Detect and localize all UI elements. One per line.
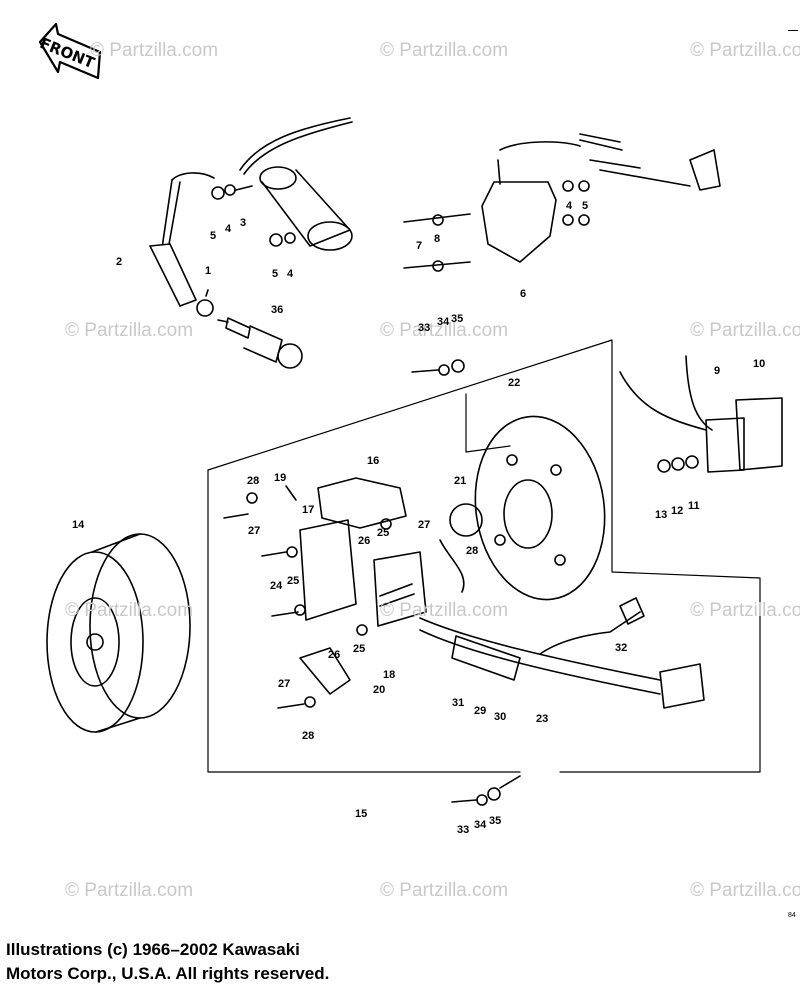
callout-c11: 11 [688, 500, 700, 512]
callout-c35b: 35 [489, 815, 502, 827]
callout-c31: 31 [452, 697, 465, 709]
callout-c4c: 4 [566, 200, 573, 212]
cdi-unit [403, 133, 721, 272]
callout-c17: 17 [302, 504, 315, 516]
coil-hardware [211, 184, 296, 247]
callout-c1: 1 [205, 265, 212, 277]
callout-c36: 36 [271, 304, 284, 316]
callout-c26a: 26 [358, 535, 371, 547]
callout-c6: 6 [520, 288, 527, 300]
rectifier [619, 355, 783, 473]
callout-c4b: 4 [287, 268, 294, 280]
watermark-text: © Partzilla.com [65, 880, 194, 901]
callout-c32: 32 [615, 642, 628, 654]
callout-c27b: 27 [418, 519, 431, 531]
callout-c25a: 25 [287, 575, 300, 587]
callout-c10: 10 [753, 358, 766, 370]
callout-c24: 24 [270, 580, 283, 592]
contact-breaker [277, 647, 351, 709]
watermark-text: © Partzilla.com [380, 880, 509, 901]
callout-c28a: 28 [247, 475, 260, 487]
watermark-text: © Partzilla.com [690, 880, 800, 901]
watermark-text: © Partzilla.com [380, 600, 509, 621]
ignition-coil [149, 117, 353, 317]
callout-c16: 16 [367, 455, 380, 467]
callout-c12: 12 [671, 505, 684, 517]
callout-c5c: 5 [582, 200, 589, 212]
spark-plug [217, 317, 303, 369]
callout-c13: 13 [655, 509, 668, 521]
stator-fasteners [223, 485, 392, 636]
watermark-text: © Partzilla.com [380, 40, 509, 61]
copyright-notice: Illustrations (c) 1966–2002 Kawasaki Mot… [6, 938, 329, 986]
watermark-text: © Partzilla.com [90, 40, 219, 61]
stator-plate [474, 415, 606, 601]
callout-c21: 21 [454, 475, 467, 487]
callout-c5b: 5 [272, 268, 279, 280]
callout-c8: 8 [434, 233, 441, 245]
watermark-text: © Partzilla.com [65, 600, 194, 621]
flywheel [46, 533, 191, 733]
watermark-text: © Partzilla.com [690, 320, 800, 341]
callout-c34a: 34 [437, 316, 450, 328]
corner-dash [788, 30, 798, 31]
callout-c18: 18 [383, 669, 396, 681]
assembly-bracket [207, 339, 761, 773]
page-code: 84 [788, 912, 796, 919]
watermark-text: © Partzilla.com [380, 320, 509, 341]
callout-c27c: 27 [278, 678, 291, 690]
callout-c4a: 4 [225, 223, 232, 235]
copyright-line-2: Motors Corp., U.S.A. All rights reserved… [6, 964, 330, 983]
generator-coils [299, 477, 427, 627]
watermark-text: © Partzilla.com [65, 320, 194, 341]
callout-c5a: 5 [210, 230, 217, 242]
callout-c28b: 28 [466, 545, 479, 557]
condenser [439, 503, 483, 593]
callout-c30: 30 [494, 711, 507, 723]
bolt-set-top [411, 359, 465, 376]
callout-c33a: 33 [418, 322, 431, 334]
callout-c27a: 27 [248, 525, 261, 537]
callout-c9: 9 [714, 365, 721, 377]
callout-c34b: 34 [474, 819, 487, 831]
callout-c29: 29 [474, 705, 487, 717]
callout-c33b: 33 [457, 824, 470, 836]
callout-c23: 23 [536, 713, 549, 725]
copyright-line-1: Illustrations (c) 1966–2002 Kawasaki [6, 940, 300, 959]
front-arrow-icon [38, 22, 102, 80]
callout-c2: 2 [116, 256, 123, 268]
callout-c25b: 25 [377, 527, 390, 539]
callout-c25c: 25 [353, 643, 366, 655]
callout-c14: 14 [72, 519, 85, 531]
callout-c7: 7 [416, 240, 423, 252]
callout-c22: 22 [508, 377, 521, 389]
callout-c26b: 26 [328, 649, 341, 661]
callout-c20: 20 [373, 684, 386, 696]
callout-c28c: 28 [302, 730, 315, 742]
bolt-set-bottom [451, 775, 521, 806]
callout-c35a: 35 [451, 313, 464, 325]
watermark-text: © Partzilla.com [690, 600, 800, 621]
callout-c15: 15 [355, 808, 368, 820]
callout-c19: 19 [274, 472, 287, 484]
wiring-harness [419, 597, 705, 709]
callout-c3: 3 [240, 217, 247, 229]
watermark-text: © Partzilla.com [690, 40, 800, 61]
